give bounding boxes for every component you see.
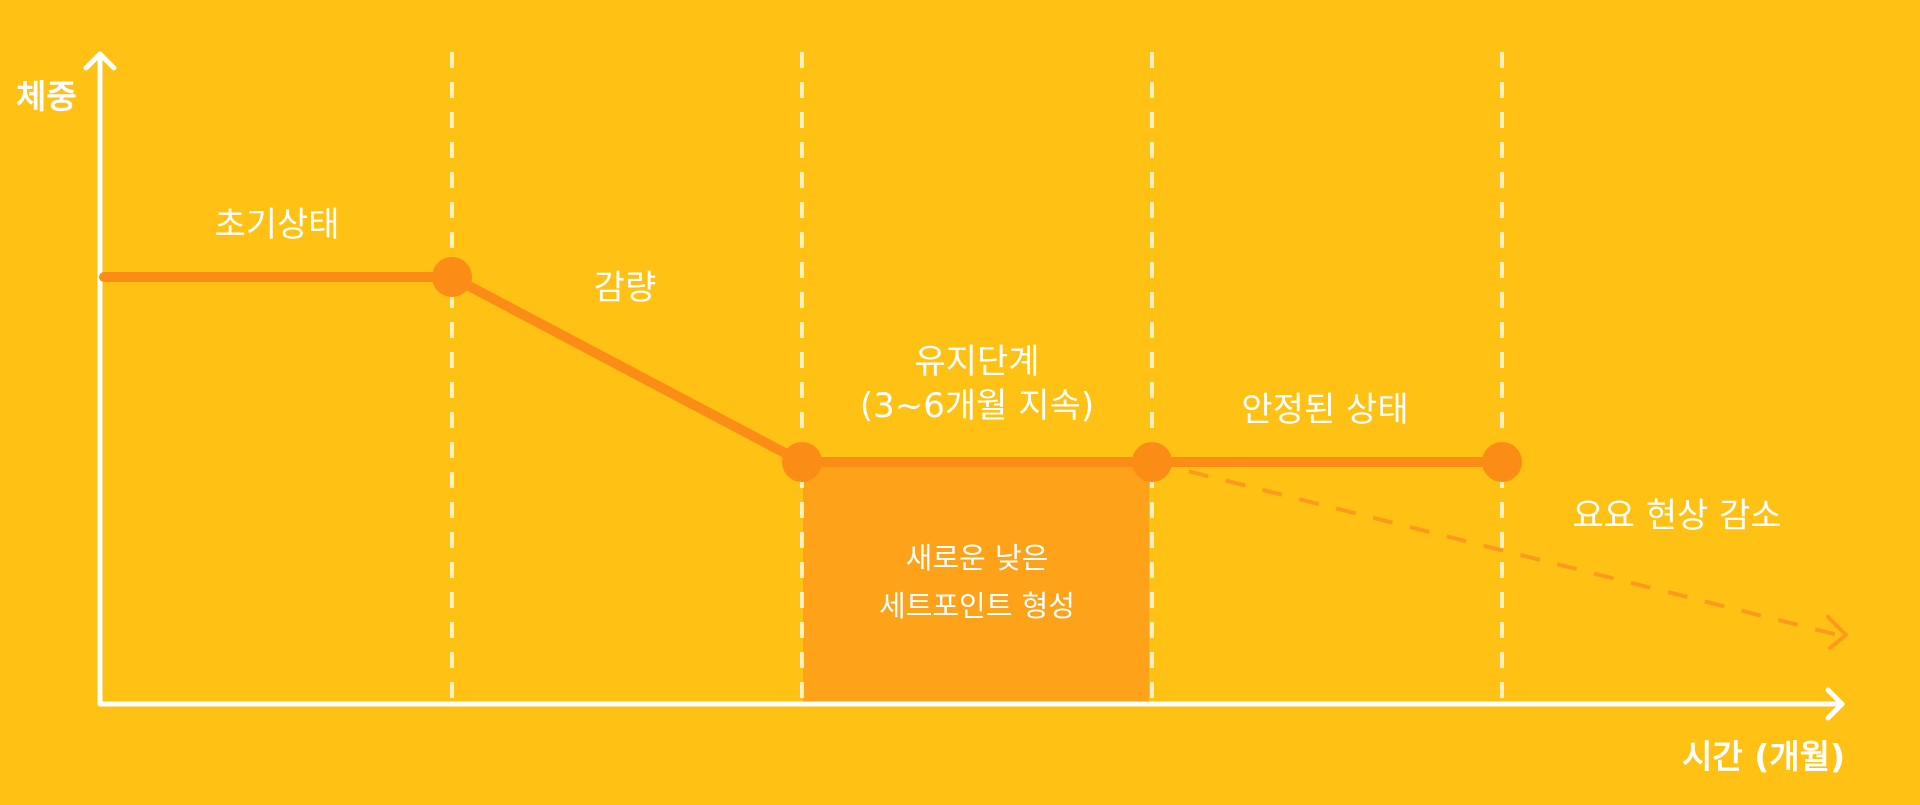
transition-point-4 [1482, 442, 1522, 482]
phase-label-stable: 안정된 상태 [1241, 390, 1409, 430]
phase-label-initial: 초기상태 [214, 205, 340, 245]
phase-label-maintenance-line2: (3~6개월 지속) [859, 386, 1095, 427]
transition-point-1 [432, 257, 472, 297]
setpoint-box [803, 462, 1149, 704]
phase-label-loss: 감량 [593, 268, 657, 308]
y-axis-arrow [83, 51, 117, 71]
yoyo-trend-line [1151, 460, 1839, 637]
x-axis-label: 시간 (개월) [1682, 737, 1846, 776]
setpoint-label: 새로운 낮은 세트포인트 형성 [879, 535, 1075, 631]
setpoint-label-line2: 세트포인트 형성 [879, 588, 1075, 623]
transition-point-2 [782, 442, 822, 482]
phase-label-maintenance: 유지단계 (3~6개월 지속) [860, 340, 1094, 428]
transition-point-3 [1132, 442, 1172, 482]
phase-label-maintenance-line1: 유지단계 [914, 342, 1040, 382]
y-axis-label: 체중 [16, 77, 77, 116]
setpoint-label-line1: 새로운 낮은 [905, 541, 1049, 575]
phase-label-yoyo: 요요 현상 감소 [1572, 496, 1782, 536]
x-axis-arrow [1825, 687, 1845, 721]
yoyo-trend-arrow [1826, 615, 1848, 650]
